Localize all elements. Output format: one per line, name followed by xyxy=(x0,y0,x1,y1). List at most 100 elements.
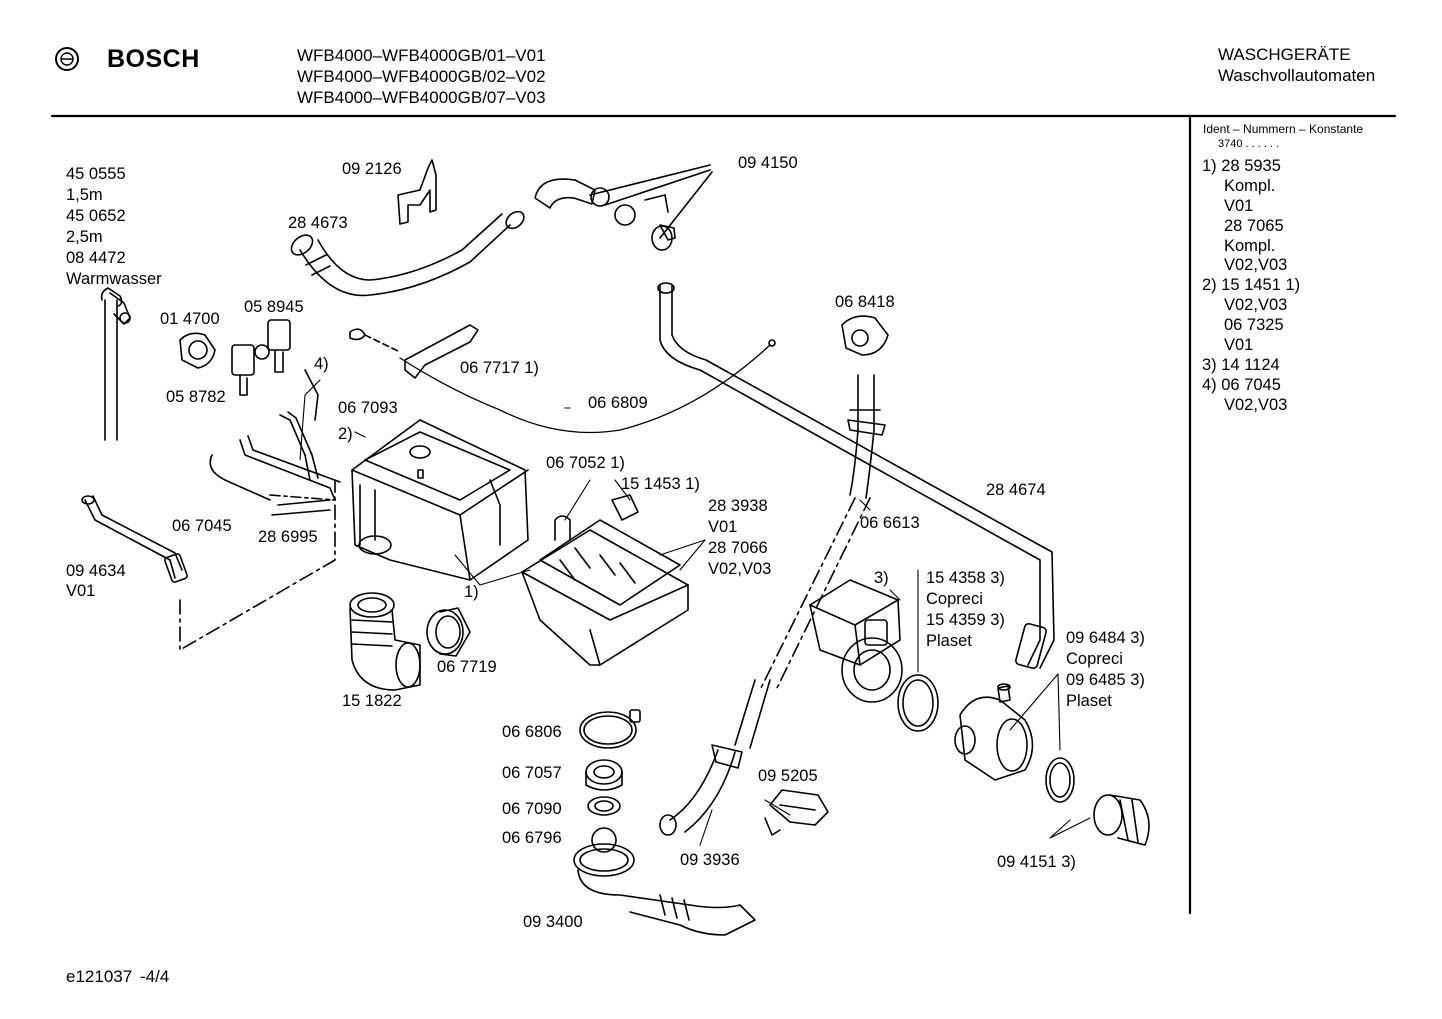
seal-15-4358-icon xyxy=(897,674,939,732)
part-label: 09 4150 xyxy=(738,154,798,172)
part-label: 1) xyxy=(464,583,479,601)
part-label: 06 7093 xyxy=(338,399,398,417)
part-label: Copreci xyxy=(926,590,983,608)
part-label: 09 2126 xyxy=(342,160,402,178)
part-label: 45 0555 xyxy=(66,165,126,183)
model-line-2: WFB4000–WFB4000GB/02–V02 xyxy=(297,67,546,86)
part-label: 01 4700 xyxy=(160,310,220,328)
sidebar-line: V01 xyxy=(1224,336,1254,354)
part-label: 28 7066 xyxy=(708,539,768,557)
part-label: 15 4358 3) xyxy=(926,569,1005,587)
hot-water-hose xyxy=(100,287,131,441)
hose-09-3936 xyxy=(659,679,771,836)
part-label: 06 7045 xyxy=(172,517,232,535)
part-label: 2) xyxy=(338,425,353,443)
filter-plug-09-4151 xyxy=(1093,794,1150,846)
part-label: 05 8945 xyxy=(244,298,304,316)
part-label: 15 1453 1) xyxy=(621,475,700,493)
part-label: 28 4673 xyxy=(288,214,348,232)
sidebar-line: V02,V03 xyxy=(1224,296,1288,314)
brand-name: BOSCH xyxy=(107,45,200,73)
inlet-hose-28-4673 xyxy=(290,210,525,297)
sidebar-line: V02,V03 xyxy=(1224,256,1288,274)
part-09-5205 xyxy=(764,789,829,836)
part-label: 06 8418 xyxy=(835,293,895,311)
part-label: 09 4634 xyxy=(66,562,126,580)
drain-pump-14-1124 xyxy=(809,579,903,703)
sidebar-line: Kompl. xyxy=(1224,177,1276,195)
internal-hoses xyxy=(209,369,341,516)
part-label: V01 xyxy=(708,518,738,536)
model-line-3: WFB4000–WFB4000GB/07–V03 xyxy=(297,88,546,107)
bosch-logo-icon xyxy=(55,47,79,71)
wire-06-6809 xyxy=(399,344,771,434)
category-title: WASCHGERÄTE xyxy=(1218,45,1351,64)
part-label: Plaset xyxy=(926,632,972,650)
pump-housing-09-6484 xyxy=(954,683,1034,781)
hose-clip-09-2126 xyxy=(397,159,437,225)
clip-06-7052-icon xyxy=(554,515,571,541)
part-label: 05 8782 xyxy=(166,388,226,406)
part-label: 09 5205 xyxy=(758,767,818,785)
sidebar-line: Kompl. xyxy=(1224,237,1276,255)
part-label: 06 6613 xyxy=(860,514,920,532)
part-label: 09 6485 3) xyxy=(1066,671,1145,689)
part-label: 06 7052 1) xyxy=(546,454,625,472)
page-number: -4/4 xyxy=(140,967,170,986)
sidebar-line: 28 7065 xyxy=(1224,217,1284,235)
detergent-housing xyxy=(351,419,529,581)
part-label: 3) xyxy=(874,569,889,587)
detergent-drawer-28-3938 xyxy=(521,519,689,666)
sidebar-heading: Ident – Nummern – Konstante xyxy=(1203,122,1364,136)
sidebar-line: V01 xyxy=(1224,197,1254,215)
sidebar-line: 1) 28 5935 xyxy=(1202,157,1281,175)
sidebar-constant: 3740 . . . . . . xyxy=(1218,138,1280,150)
bracket-06-7717 xyxy=(349,324,479,379)
part-label: 08 4472 xyxy=(66,249,126,267)
part-label: 1,5m xyxy=(66,186,103,204)
part-label: 28 6995 xyxy=(258,528,318,546)
part-label: V01 xyxy=(66,582,96,600)
flap-15-1453-icon xyxy=(611,494,639,521)
part-label: 2,5m xyxy=(66,228,103,246)
part-label: 15 1822 xyxy=(342,692,402,710)
part-label: 15 4359 3) xyxy=(926,611,1005,629)
bellows-15-1822 xyxy=(349,592,421,691)
seal-09-4151-icon xyxy=(1045,757,1075,803)
sidebar-line: 06 7325 xyxy=(1224,316,1284,334)
part-label: 06 7719 xyxy=(437,658,497,676)
part-label: 09 6484 3) xyxy=(1066,629,1145,647)
hose-elbow-09-4150 xyxy=(534,164,713,251)
part-label: 06 7717 1) xyxy=(460,359,539,377)
part-label: V02,V03 xyxy=(708,560,772,578)
part-label: 06 6806 xyxy=(502,723,562,741)
part-label: Warmwasser xyxy=(66,270,162,288)
sidebar-line: 2) 15 1451 1) xyxy=(1202,276,1301,294)
part-label: 09 4151 3) xyxy=(997,853,1076,871)
part-label: 28 4674 xyxy=(986,481,1046,499)
sidebar-line: 3) 14 1124 xyxy=(1202,356,1280,374)
part-label: 06 7090 xyxy=(502,800,562,818)
part-label: 06 6809 xyxy=(588,394,648,412)
part-label: 28 3938 xyxy=(708,497,768,515)
ring-06-7719 xyxy=(426,607,471,657)
hose-09-4634 xyxy=(81,495,188,583)
part-label: 09 3400 xyxy=(523,913,583,931)
part-label: Copreci xyxy=(1066,650,1123,668)
part-label: 45 0652 xyxy=(66,207,126,225)
inlet-valves xyxy=(179,319,291,396)
subcategory-title: Waschvollautomaten xyxy=(1218,66,1376,85)
part-label: 06 7057 xyxy=(502,764,562,782)
sidebar-line: 4) 06 7045 xyxy=(1202,376,1281,394)
drain-hose-28-4674 xyxy=(657,282,1055,670)
part-label: 06 6796 xyxy=(502,829,562,847)
part-label: 4) xyxy=(314,355,329,373)
leader-lines xyxy=(299,379,1091,846)
part-label: 09 3936 xyxy=(680,851,740,869)
model-line-1: WFB4000–WFB4000GB/01–V01 xyxy=(297,46,546,65)
pressure-switch-06-8418 xyxy=(841,315,889,499)
drawing-code: e121037 xyxy=(66,967,133,986)
sump-parts xyxy=(573,709,756,936)
part-label: Plaset xyxy=(1066,692,1112,710)
